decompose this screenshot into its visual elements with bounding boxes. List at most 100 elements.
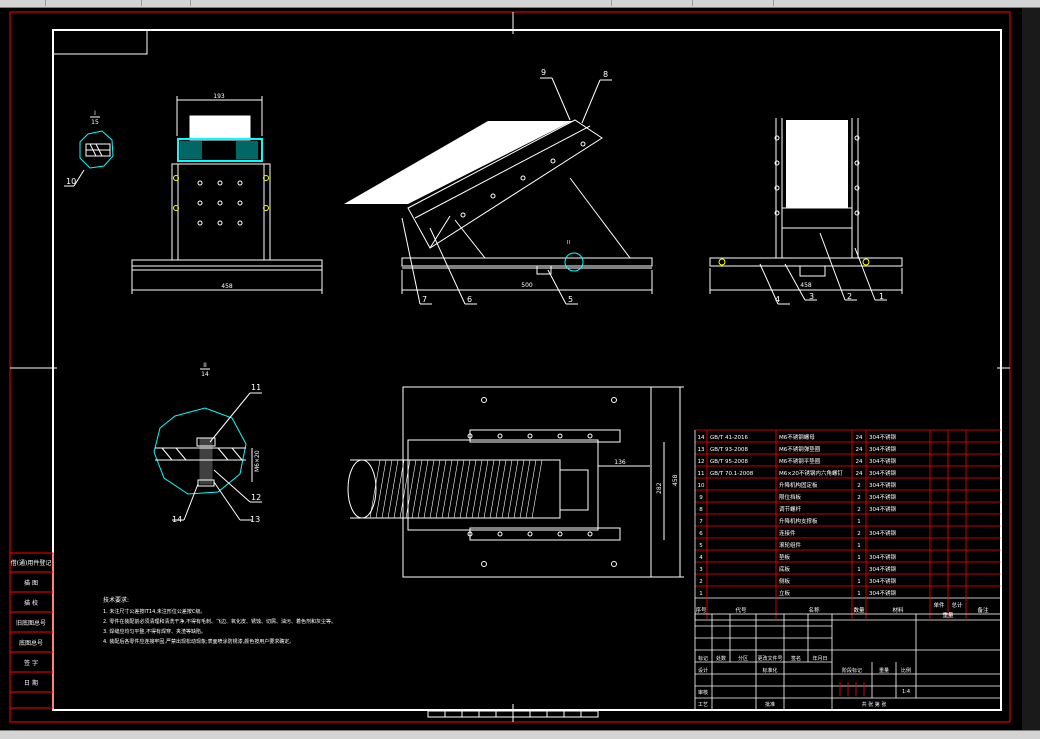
balloon-number: 5 [568, 295, 573, 304]
balloon-number: 4 [775, 295, 780, 304]
strip-label: 日 期 [24, 679, 38, 687]
bom-row-name: 限位挡板 [779, 493, 802, 501]
dimension-text: 136 [614, 459, 626, 466]
bom-row-name: 立板 [779, 589, 791, 597]
title-cell: 比例 [901, 667, 911, 674]
bom-row-material: 304不锈钢 [869, 505, 896, 513]
bom-row-material: 304不锈钢 [869, 565, 896, 573]
balloon-number: 12 [251, 493, 261, 502]
bom-header: 总计 [951, 601, 963, 609]
bom-row-qty: 2 [857, 483, 861, 489]
bom-header: 名称 [808, 606, 820, 614]
title-cell: 签名 [791, 655, 801, 662]
bom-row-qty: 24 [856, 459, 863, 465]
title-cell: 工艺 [698, 702, 708, 708]
title-cell: 阶段标记 [842, 667, 862, 674]
bom-row-material: 304不锈钢 [869, 481, 896, 489]
bom-row-qty: 24 [856, 471, 863, 477]
cad-drawing-canvas[interactable]: 借(通)用件登记 描 图 描 校 旧底图总号 底图总号 签 字 日 期 I 15… [0, 8, 1022, 730]
title-cell: 更改文件号 [757, 655, 782, 662]
bom-header: 代号 [735, 606, 747, 614]
bom-row-material: 304不锈钢 [869, 433, 896, 441]
dimension-text: 500 [521, 282, 533, 289]
bom-row-name: 滚轮组件 [779, 541, 802, 549]
dimension-text: 193 [213, 93, 225, 100]
bottom-ruler [427, 710, 599, 718]
bom-row-name: 垫板 [779, 553, 791, 561]
right-view: 458 4 3 2 1 [709, 118, 903, 305]
outer-frame [9, 11, 1011, 723]
balloon-number: 3 [809, 292, 814, 301]
technical-notes: 技术要求: 1. 未注尺寸公差按IT14,未注形位公差按C级。 2. 零件在装配… [103, 596, 336, 645]
bom-header: 序号 [695, 606, 707, 614]
toolbar-segment[interactable] [693, 0, 774, 6]
bom-row-name: 底板 [779, 565, 791, 573]
bom-row-no: 11 [698, 471, 705, 477]
balloon-number: 14 [172, 515, 182, 524]
balloon-number: 2 [847, 292, 852, 301]
balloon-number: 10 [66, 177, 76, 186]
detail-scale: 14 [201, 371, 209, 378]
side-view: II 500 9 8 7 6 5 [344, 68, 653, 305]
bom-row-name: 升降机构固定板 [779, 481, 818, 489]
bom-row-code: GB/T 95-2008 [710, 459, 748, 465]
balloon-number: 8 [603, 70, 608, 79]
balloon-number: 11 [251, 383, 261, 392]
toolbar-segment[interactable] [191, 0, 612, 6]
bom-row-no: 14 [698, 435, 705, 441]
bom-row-qty: 1 [857, 567, 861, 573]
bom-row-qty: 1 [857, 543, 861, 549]
balloon-number: 6 [467, 295, 472, 304]
bom-row-no: 3 [699, 567, 703, 573]
bom-row-material: 304不锈钢 [869, 589, 896, 597]
bom-row-qty: 1 [857, 555, 861, 561]
strip-label: 借(通)用件登记 [11, 559, 52, 567]
bom-header: 数量 [853, 606, 865, 614]
bom-row-qty: 1 [857, 519, 861, 525]
bom-row-material: 304不锈钢 [869, 457, 896, 465]
note-line: 3. 焊缝应均匀平整,不得有焊穿、夹渣等缺陷。 [103, 628, 206, 635]
toolbar-segment[interactable] [612, 0, 693, 6]
left-revision-strip: 借(通)用件登记 描 图 描 校 旧底图总号 底图总号 签 字 日 期 [9, 552, 54, 709]
bom-row-name: 连接件 [779, 529, 796, 537]
sheet-count: 共 张 第 张 [862, 701, 887, 708]
title-cell: 重量 [879, 667, 889, 674]
strip-label: 描 校 [24, 599, 38, 607]
bom-row-no: 10 [698, 483, 705, 489]
scale-value: 1:4 [902, 689, 910, 695]
strip-label: 底图总号 [19, 639, 43, 647]
toolbar-segment[interactable] [142, 0, 191, 6]
bom-row-no: 7 [699, 519, 703, 525]
bom-row-material: 304不锈钢 [869, 529, 896, 537]
bom-row-no: 6 [699, 531, 703, 537]
bom-row-name: M6×20不锈钢内六角螺钉 [779, 469, 843, 477]
title-block: 标记 处数 分区 更改文件号 签名 年月日 设计 标准化 阶段标记 重量 比例 … [694, 613, 1002, 711]
detail-scale: 15 [91, 119, 99, 126]
bom-header: 重量 [942, 611, 954, 619]
title-cell: 年月日 [812, 655, 827, 662]
bom-row-qty: 2 [857, 531, 861, 537]
vertical-scrollbar[interactable] [1022, 8, 1040, 730]
detail-label: I [94, 110, 96, 117]
dimension-text: 458 [221, 283, 233, 290]
bom-row-name: 调节螺杆 [779, 505, 802, 513]
front-view: 193 458 [131, 93, 323, 294]
toolbar-segment[interactable] [46, 0, 142, 6]
bom-row-no: 13 [698, 447, 705, 453]
bom-row-material: 304不锈钢 [869, 469, 896, 477]
toolbar-segment[interactable] [0, 0, 46, 6]
bom-row-qty: 2 [857, 495, 861, 501]
bom-header: 材料 [892, 606, 904, 614]
notes-heading: 技术要求: [103, 596, 129, 604]
balloon-number: 13 [250, 515, 260, 524]
detail-label: II [203, 362, 207, 369]
note-line: 1. 未注尺寸公差按IT14,未注形位公差按C级。 [103, 608, 205, 615]
bom-row-name: 侧板 [779, 577, 791, 585]
title-cell: 标记 [698, 655, 708, 662]
title-cell: 审核 [698, 689, 708, 696]
strip-label: 旧底图总号 [16, 619, 46, 627]
bom-row-material: 304不锈钢 [869, 577, 896, 585]
bom-row-qty: 24 [856, 447, 863, 453]
bom-row-code: GB/T 41-2016 [710, 435, 748, 441]
title-cell: 批准 [765, 701, 775, 708]
